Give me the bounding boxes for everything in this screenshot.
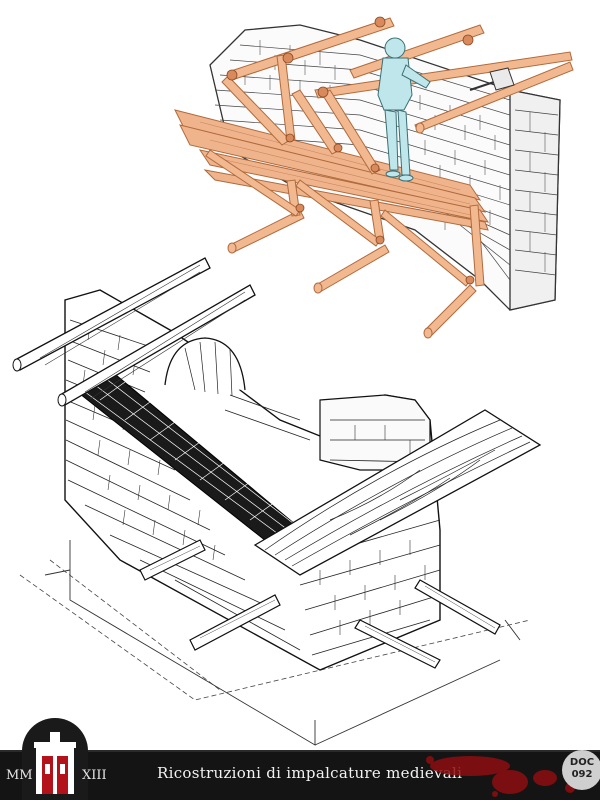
doc-number: 092 [571,769,593,780]
doc-label: DOC [569,757,595,768]
blood-splatter-icon [426,756,575,797]
worker-figure [377,37,431,182]
logo-badge [22,718,88,800]
medieval-tower-logo-icon [34,732,76,794]
stone-structure-drawing [12,257,542,746]
colored-scaffold-drawing [174,16,574,339]
scaffold-illustration [12,16,574,746]
year-right: XIII [82,768,107,783]
hammer-icon [469,67,515,91]
page-title: Ricostruzioni di impalcature medievali [157,764,463,782]
doc-badge: DOC 092 [562,750,600,790]
year-left: MM [6,768,33,783]
